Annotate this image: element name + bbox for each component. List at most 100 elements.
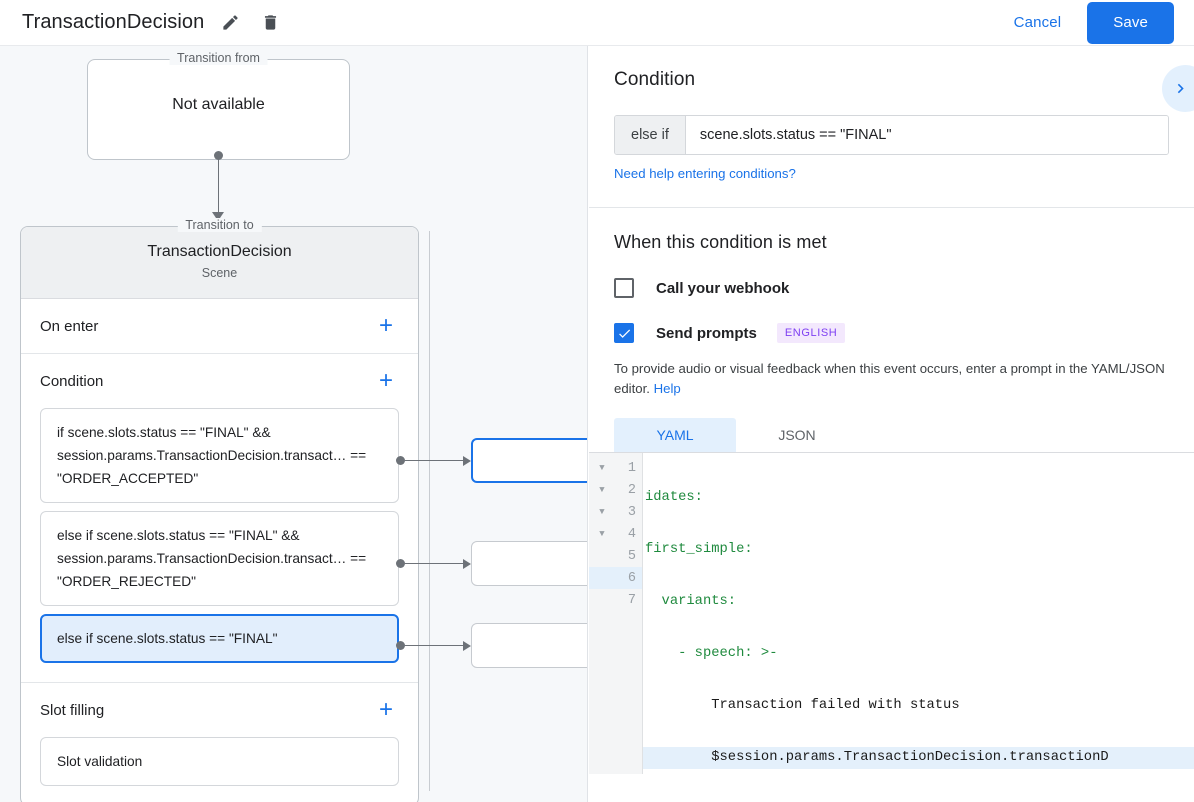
chevron-right-icon[interactable] bbox=[1162, 65, 1194, 112]
gutter-line: 5 bbox=[589, 545, 642, 567]
line-number: 6 bbox=[627, 570, 636, 586]
target-node-1[interactable] bbox=[471, 438, 587, 483]
branch-dot-2 bbox=[396, 559, 405, 568]
condition-input-row: else if bbox=[614, 115, 1169, 155]
line-number: 4 bbox=[627, 526, 636, 542]
flow-canvas[interactable]: Transition from Not available Transition… bbox=[0, 46, 588, 802]
branch-dot-1 bbox=[396, 456, 405, 465]
pencil-icon-glyph bbox=[223, 15, 238, 30]
when-condition-met-heading: When this condition is met bbox=[614, 232, 827, 252]
branch-edge-1 bbox=[405, 460, 465, 461]
gutter-line: ▼1 bbox=[589, 457, 642, 479]
branch-arrow-3 bbox=[463, 641, 471, 651]
prompts-help-link[interactable]: Help bbox=[653, 381, 681, 396]
slot-validation-item[interactable]: Slot validation bbox=[40, 737, 399, 786]
send-prompts-checkbox[interactable] bbox=[614, 323, 634, 343]
branch-arrow-1 bbox=[463, 456, 471, 466]
add-condition-button[interactable]: + bbox=[373, 368, 399, 394]
line-number: 5 bbox=[627, 548, 636, 564]
transition-edge-arrowhead bbox=[212, 212, 224, 221]
section-slot-filling-title: Slot filling bbox=[40, 701, 105, 719]
condition-heading: Condition bbox=[614, 69, 696, 90]
condition-prefix-label: else if bbox=[615, 116, 686, 154]
transition-from-card: Transition from Not available bbox=[87, 51, 350, 160]
code-line: - speech: >- bbox=[645, 646, 778, 661]
fold-arrow-icon[interactable]: ▼ bbox=[599, 463, 605, 473]
fold-arrow-icon[interactable]: ▼ bbox=[599, 507, 605, 517]
line-number: 3 bbox=[627, 504, 636, 520]
language-badge: ENGLISH bbox=[776, 323, 846, 343]
code-line: variants: bbox=[645, 594, 737, 609]
section-slot-filling: Slot filling + Slot validation bbox=[21, 683, 418, 786]
editor-code-area[interactable]: idates: first_simple: variants: - speech… bbox=[643, 453, 1194, 774]
scene-header: TransactionDecision Scene bbox=[21, 227, 418, 299]
fold-arrow-icon[interactable]: ▼ bbox=[599, 529, 605, 539]
gutter-line: ▼4 bbox=[589, 523, 642, 545]
code-line: first_simple: bbox=[645, 542, 753, 557]
branch-edge-2 bbox=[405, 563, 465, 564]
transition-from-value: Not available bbox=[172, 95, 265, 113]
section-condition-title: Condition bbox=[40, 372, 104, 390]
tab-json[interactable]: JSON bbox=[736, 418, 858, 452]
target-node-2[interactable] bbox=[471, 541, 587, 586]
fold-arrow-icon[interactable]: ▼ bbox=[599, 485, 605, 495]
line-number: 1 bbox=[627, 460, 636, 476]
when-condition-met-section: When this condition is met Call your web… bbox=[589, 208, 1194, 452]
branch-rail bbox=[429, 231, 430, 791]
gutter-line: 7 bbox=[589, 589, 642, 611]
target-node-3[interactable] bbox=[471, 623, 587, 668]
scene-card: Transition to TransactionDecision Scene … bbox=[20, 218, 419, 802]
call-webhook-label: Call your webhook bbox=[656, 279, 790, 297]
page-title: TransactionDecision bbox=[22, 11, 205, 33]
editor-tabs: YAML JSON bbox=[614, 418, 1169, 452]
prompts-description-text: To provide audio or visual feedback when… bbox=[614, 361, 1165, 396]
detail-panel: Condition else if Need help entering con… bbox=[589, 46, 1194, 802]
chevron-right-icon-glyph bbox=[1177, 83, 1184, 94]
section-on-enter-title: On enter bbox=[40, 317, 99, 335]
webhook-row[interactable]: Call your webhook bbox=[614, 278, 1169, 298]
condition-item[interactable]: else if scene.slots.status == "FINAL" &&… bbox=[40, 511, 399, 606]
branch-arrow-2 bbox=[463, 559, 471, 569]
transition-from-legend: Transition from bbox=[169, 51, 268, 65]
section-condition: Condition + if scene.slots.status == "FI… bbox=[21, 354, 418, 683]
condition-section: Condition else if Need help entering con… bbox=[589, 46, 1194, 208]
gutter-line: 6 bbox=[589, 567, 642, 589]
code-editor[interactable]: ▼1 ▼2 ▼3 ▼4 5 6 7 idates: first_simple: … bbox=[589, 452, 1194, 774]
save-button[interactable]: Save bbox=[1087, 1, 1174, 44]
condition-help-link[interactable]: Need help entering conditions? bbox=[614, 166, 796, 181]
trash-icon-glyph bbox=[264, 15, 276, 30]
transition-to-legend: Transition to bbox=[177, 218, 262, 232]
branch-dot-3 bbox=[396, 641, 405, 650]
section-condition-header: Condition + bbox=[40, 354, 399, 408]
line-number: 7 bbox=[627, 592, 636, 608]
section-slot-filling-header: Slot filling + bbox=[40, 683, 399, 737]
line-number: 2 bbox=[627, 482, 636, 498]
section-on-enter: On enter + bbox=[21, 299, 418, 354]
code-line-active: $session.params.TransactionDecision.tran… bbox=[643, 747, 1194, 769]
condition-input[interactable] bbox=[685, 116, 1168, 154]
prompts-description: To provide audio or visual feedback when… bbox=[614, 359, 1169, 399]
gutter-line: ▼2 bbox=[589, 479, 642, 501]
section-on-enter-header: On enter + bbox=[40, 299, 399, 353]
top-bar: TransactionDecision Cancel Save bbox=[0, 0, 1194, 46]
condition-item-selected[interactable]: else if scene.slots.status == "FINAL" bbox=[40, 614, 399, 663]
pencil-icon[interactable] bbox=[216, 9, 244, 37]
code-line: Transaction failed with status bbox=[645, 698, 960, 713]
code-line: idates: bbox=[645, 490, 703, 505]
transition-edge-line bbox=[218, 155, 219, 217]
editor-gutter: ▼1 ▼2 ▼3 ▼4 5 6 7 bbox=[589, 453, 643, 774]
gutter-line: ▼3 bbox=[589, 501, 642, 523]
scene-name: TransactionDecision bbox=[147, 243, 292, 260]
condition-item[interactable]: if scene.slots.status == "FINAL" && sess… bbox=[40, 408, 399, 503]
send-prompts-row[interactable]: Send prompts ENGLISH bbox=[614, 323, 1169, 343]
scene-type: Scene bbox=[201, 266, 238, 280]
trash-icon[interactable] bbox=[256, 9, 284, 37]
branch-edge-3 bbox=[405, 645, 465, 646]
add-slot-filling-button[interactable]: + bbox=[373, 697, 399, 723]
send-prompts-label: Send prompts bbox=[656, 324, 757, 342]
add-on-enter-button[interactable]: + bbox=[373, 313, 399, 339]
tab-yaml[interactable]: YAML bbox=[614, 418, 736, 452]
call-webhook-checkbox[interactable] bbox=[614, 278, 634, 298]
cancel-button[interactable]: Cancel bbox=[1000, 6, 1076, 39]
